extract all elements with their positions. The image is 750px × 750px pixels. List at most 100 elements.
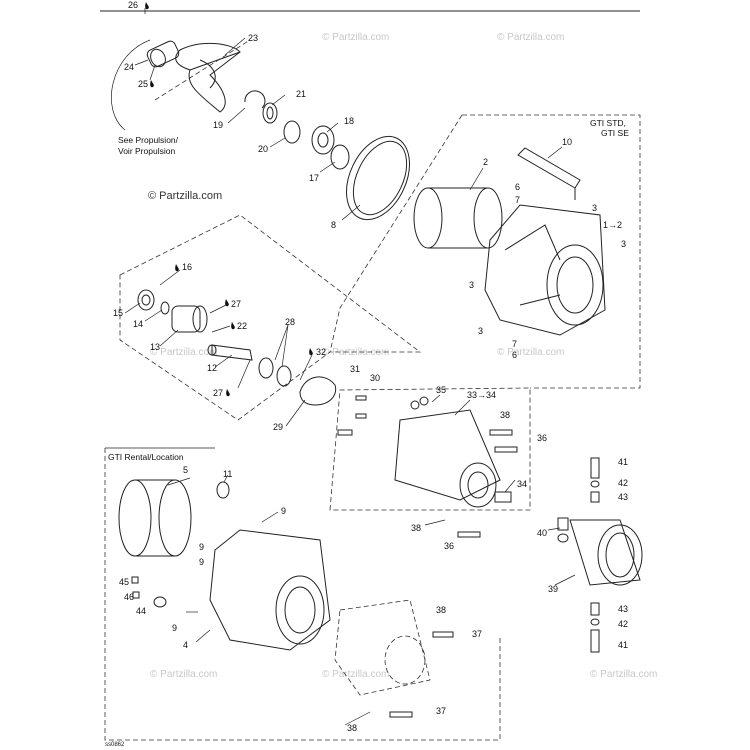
- callout-27: 27: [231, 299, 241, 309]
- callout-21: 21: [296, 89, 306, 99]
- group-boundary: [154, 39, 251, 101]
- bearing-18: [311, 125, 335, 155]
- callout-45: 45: [119, 577, 129, 587]
- callout-34: 34: [517, 479, 527, 489]
- callout-42: 42: [618, 478, 628, 488]
- callout-3: 3: [621, 239, 626, 249]
- callout-3: 3: [478, 326, 483, 336]
- pump-housing-gti-std: [484, 204, 606, 336]
- group-boundary: [104, 448, 501, 741]
- cap-15: [137, 289, 155, 311]
- callout-38: 38: [347, 723, 357, 733]
- callout-1-to-2: 1→2: [603, 220, 622, 230]
- callout-5: 5: [183, 465, 188, 475]
- callout-25: 25: [138, 79, 148, 89]
- watermark: © Partzilla.com: [497, 32, 564, 43]
- drive-shaft-12: [207, 344, 253, 361]
- callout-37: 37: [436, 706, 446, 716]
- callout-4: 4: [183, 640, 188, 650]
- callout-22: 22: [237, 321, 247, 331]
- watermark-main: © Partzilla.com: [148, 190, 222, 202]
- callout-30: 30: [370, 373, 380, 383]
- o-ring-35: [410, 396, 429, 410]
- callouts: 26 23 24 25 21 19 18 20 17 8 10 2 6 7 3 …: [113, 0, 628, 733]
- impeller: [175, 42, 241, 113]
- callout-38: 38: [436, 605, 446, 615]
- callout-3: 3: [469, 280, 474, 290]
- washer-42-bottom: [590, 618, 600, 626]
- pump-cover-29: [299, 376, 337, 406]
- leader-lines: [124, 8, 576, 726]
- callout-43: 43: [618, 492, 628, 502]
- o-ring-28: [258, 357, 292, 387]
- wear-ring-5: [118, 479, 192, 557]
- callout-35: 35: [436, 385, 446, 395]
- callout-7: 7: [512, 339, 517, 349]
- callout-11: 11: [223, 469, 232, 479]
- seal-21: [262, 102, 278, 124]
- callout-37: 37: [472, 629, 482, 639]
- callout-29: 29: [273, 422, 283, 432]
- callout-7: 7: [515, 195, 520, 205]
- watermark: © Partzilla.com: [322, 669, 389, 680]
- impeller-sleeve: [146, 40, 180, 68]
- gti-std-note-line1: GTI STD,: [590, 118, 626, 128]
- callout-9: 9: [199, 542, 204, 552]
- gti-rental-note: GTI Rental/Location: [108, 452, 184, 462]
- callout-8: 8: [331, 220, 336, 230]
- callout-23: 23: [248, 33, 258, 43]
- callout-9: 9: [172, 623, 177, 633]
- o-ring-17: [330, 144, 350, 170]
- callout-6: 6: [512, 350, 517, 360]
- callout-17: 17: [309, 173, 319, 183]
- callout-33-to-34: 33→34: [467, 390, 496, 400]
- venturi-33: [394, 409, 501, 508]
- callout-27: 27: [213, 388, 223, 398]
- callout-42: 42: [618, 619, 628, 629]
- washer-42-top: [590, 480, 600, 488]
- pump-housing-rental: [209, 529, 331, 651]
- nozzle-insert-40: [557, 517, 569, 543]
- callout-2: 2: [483, 157, 488, 167]
- callout-36: 36: [444, 541, 454, 551]
- bushing-43-top: [590, 491, 600, 503]
- callout-9: 9: [199, 557, 204, 567]
- callout-41: 41: [618, 457, 628, 467]
- callout-39: 39: [548, 584, 558, 594]
- support-bar-10: [517, 147, 581, 200]
- callout-10: 10: [562, 137, 572, 147]
- callout-6: 6: [515, 182, 520, 192]
- oil-drop-icon: [145, 2, 313, 397]
- watermark: © Partzilla.com: [150, 669, 217, 680]
- callout-26: 26: [128, 0, 138, 10]
- callout-38: 38: [411, 523, 421, 533]
- callout-14: 14: [133, 319, 143, 329]
- callout-15: 15: [113, 308, 123, 318]
- screw-29-left: [337, 429, 353, 436]
- drawing-id: ss0862: [105, 742, 125, 748]
- callout-38: 38: [500, 410, 510, 420]
- wear-ring-clip: [244, 90, 266, 109]
- group-boundary: [329, 114, 463, 353]
- gti-std-note-line2: GTI SE: [601, 128, 629, 138]
- bushing-43-bottom: [590, 602, 600, 616]
- group-boundary: [119, 214, 422, 421]
- propulsion-lead: [111, 39, 151, 131]
- bolt-41-bottom: [590, 629, 600, 653]
- callout-41: 41: [618, 640, 628, 650]
- callout-19: 19: [213, 120, 223, 130]
- fitting-11: [216, 481, 230, 499]
- screw-31: [355, 395, 367, 419]
- screws-45-46-44: [131, 576, 167, 608]
- watermark: © Partzilla.com: [322, 32, 389, 43]
- large-ring-8: [346, 135, 410, 221]
- propulsion-note-line1: See Propulsion/: [118, 135, 179, 145]
- callout-46: 46: [124, 592, 134, 602]
- callout-13: 13: [150, 342, 160, 352]
- bolts-36: [457, 429, 518, 538]
- venturi-lower: [334, 599, 431, 696]
- group-boundary: [462, 114, 641, 389]
- callout-20: 20: [258, 144, 268, 154]
